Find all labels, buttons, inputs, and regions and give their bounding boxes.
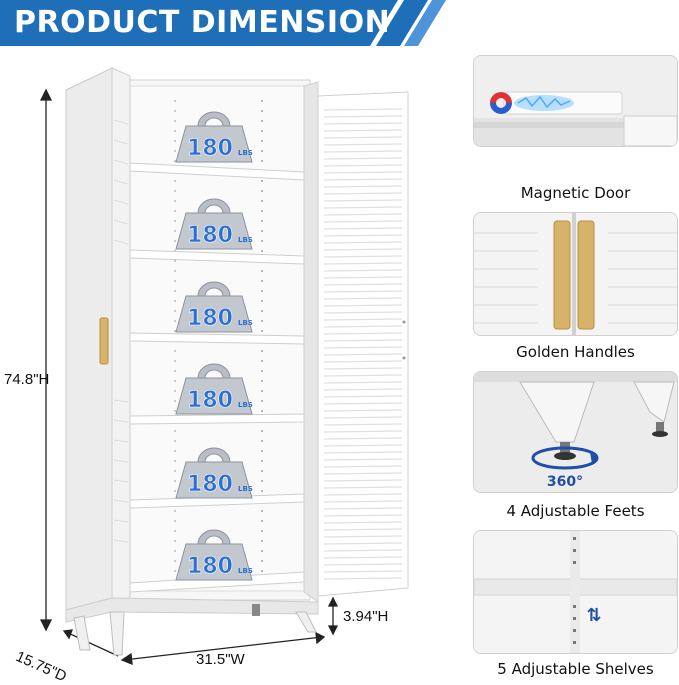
weight-unit: LBS xyxy=(238,485,253,493)
rotation-badge: 360° xyxy=(547,474,583,490)
adjustable-feet-panel: 360° xyxy=(473,371,678,493)
weight-unit: LBS xyxy=(238,401,253,409)
handle-left-icon xyxy=(553,220,571,330)
golden-handles-panel xyxy=(473,212,678,336)
header-banner: PRODUCT DIMENSION xyxy=(0,0,446,46)
weight-value: 180 xyxy=(187,388,233,413)
leg-height-label: 3.94"H xyxy=(343,608,389,625)
adjustable-feet-caption: 4 Adjustable Feets xyxy=(506,502,645,520)
magnetic-door-caption: Magnetic Door xyxy=(520,184,631,202)
golden-handles-caption: Golden Handles xyxy=(516,343,635,361)
weight-value: 180 xyxy=(187,136,233,161)
weight-unit: LBS xyxy=(238,319,253,327)
left-door-handle xyxy=(99,317,109,365)
adjustable-shelves-caption: 5 Adjustable Shelves xyxy=(497,660,654,678)
depth-dimension-line xyxy=(62,629,119,657)
weight-unit: LBS xyxy=(238,567,253,575)
weight-value: 180 xyxy=(187,472,233,497)
cabinet-body xyxy=(65,67,409,656)
width-dimension-line xyxy=(120,631,326,666)
adjustable-feet-image: 360° xyxy=(474,372,677,492)
golden-handles-image xyxy=(474,213,677,335)
up-down-arrows-icon: ⇅ xyxy=(586,605,601,626)
weight-value: 180 xyxy=(187,306,233,331)
adjustable-shelves-panel: ⇅ xyxy=(473,530,678,654)
leg-height-dimension-line xyxy=(327,596,339,636)
weight-unit: LBS xyxy=(238,149,253,157)
banner-shape xyxy=(0,0,446,46)
adjustable-shelves-image: ⇅ xyxy=(474,531,677,653)
weight-value: 180 xyxy=(187,554,233,579)
width-label: 31.5"W xyxy=(196,651,245,668)
weight-value: 180 xyxy=(187,223,233,248)
magnetic-door-image xyxy=(474,56,677,146)
handle-right-icon xyxy=(577,220,595,330)
height-label: 74.8"H xyxy=(4,371,50,388)
height-dimension-line xyxy=(39,88,53,632)
magnetic-door-panel xyxy=(473,55,678,147)
weight-unit: LBS xyxy=(238,236,253,244)
page-title: PRODUCT DIMENSION xyxy=(14,5,391,40)
